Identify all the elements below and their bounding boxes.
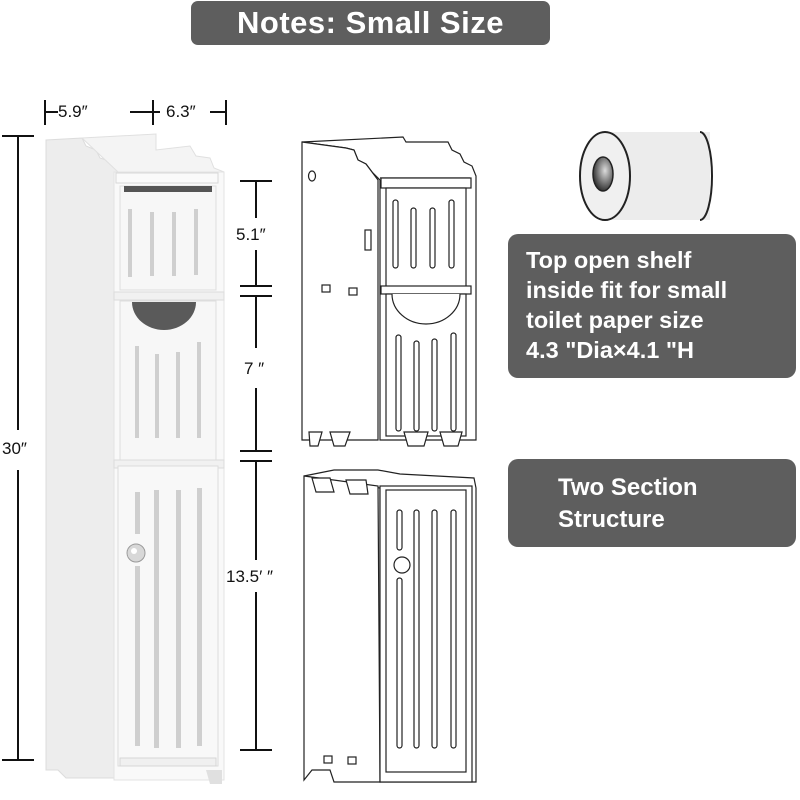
callout-line: Top open shelf bbox=[526, 247, 692, 273]
depth-label: 6.3″ bbox=[166, 102, 196, 121]
notes-banner: Notes: Small Size bbox=[191, 1, 550, 45]
middle-section-height-label: 7 ″ bbox=[244, 359, 265, 378]
callout-line: Two Section bbox=[558, 474, 698, 501]
top-shelf-callout: Top open shelf inside fit for small toil… bbox=[508, 234, 796, 378]
total-height-label: 30″ bbox=[2, 439, 27, 458]
lower-section-line-drawing bbox=[303, 469, 477, 783]
bottom-section-height-label: 13.5′ ″ bbox=[226, 567, 274, 586]
callout-line: inside fit for small bbox=[526, 277, 728, 303]
callout-line: 4.3 "Dia×4.1 "H bbox=[526, 337, 694, 363]
two-section-callout: Two Section Structure bbox=[508, 459, 796, 547]
top-section-height-label: 5.1″ bbox=[236, 225, 266, 244]
total-height-dimension-line bbox=[2, 135, 34, 761]
callout-line: toilet paper size bbox=[526, 307, 704, 333]
toilet-paper-roll-icon bbox=[579, 131, 713, 221]
banner-title: Notes: Small Size bbox=[237, 5, 504, 40]
section-height-dimension-lines bbox=[240, 180, 272, 751]
width-dimension-line bbox=[44, 100, 227, 125]
upper-section-line-drawing bbox=[301, 136, 477, 447]
callout-line: Structure bbox=[558, 506, 665, 533]
white-cabinet-photo bbox=[45, 133, 225, 784]
width-label: 5.9″ bbox=[58, 102, 88, 121]
